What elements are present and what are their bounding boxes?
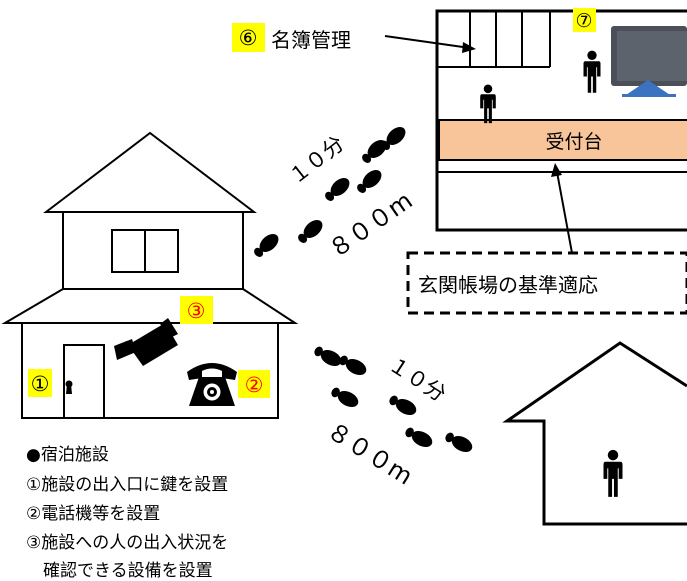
reception-counter: 受付台 (438, 119, 687, 161)
marker-6: ⑥ (232, 23, 265, 52)
marker-2: ② (238, 370, 270, 398)
legend-item-1: ①施設の出入口に鍵を設置 (26, 475, 228, 495)
house-icon (502, 341, 687, 526)
legend: ●宿泊施設 ①施設の出入口に鍵を設置 ②電話機等を設置 ③施設への人の出入状況を… (26, 445, 228, 581)
legend-item-2: ②電話機等を設置 (26, 504, 160, 524)
marker-6-label: ⑥ (239, 26, 258, 50)
marker-7-label: ⑦ (575, 10, 592, 32)
legend-title: ●宿泊施設 (26, 445, 109, 465)
marker-1: ① (28, 369, 52, 397)
reception-counter-label: 受付台 (545, 131, 602, 153)
marker-3-label: ③ (187, 299, 206, 323)
legend-item-3-line-1: ③施設への人の出入状況を (26, 533, 228, 553)
telephone-icon (187, 363, 237, 406)
house-lower-roof (1, 288, 299, 324)
genkan-callout: 玄関帳場の基準適応 (406, 251, 687, 315)
legend-item-3-line-2: 確認できる設備を設置 (26, 561, 213, 581)
distance-label-lower: ８００m (322, 416, 418, 490)
security-camera-icon (114, 318, 178, 366)
marker-2-label: ② (245, 373, 264, 397)
arrow-icon (551, 163, 573, 254)
marker-3: ③ (180, 296, 213, 324)
marker-1-label: ① (31, 372, 50, 396)
marker-7: ⑦ (573, 8, 596, 32)
arrow-icon (384, 35, 476, 53)
house-upper-roof (43, 131, 257, 213)
door-icon[interactable] (63, 344, 105, 419)
genkan-callout-label: 玄関帳場の基準適応 (418, 273, 598, 297)
monitor-icon (611, 26, 687, 97)
distance-label-upper: ８００m (323, 186, 417, 264)
register-label: 名簿管理 (271, 28, 351, 52)
